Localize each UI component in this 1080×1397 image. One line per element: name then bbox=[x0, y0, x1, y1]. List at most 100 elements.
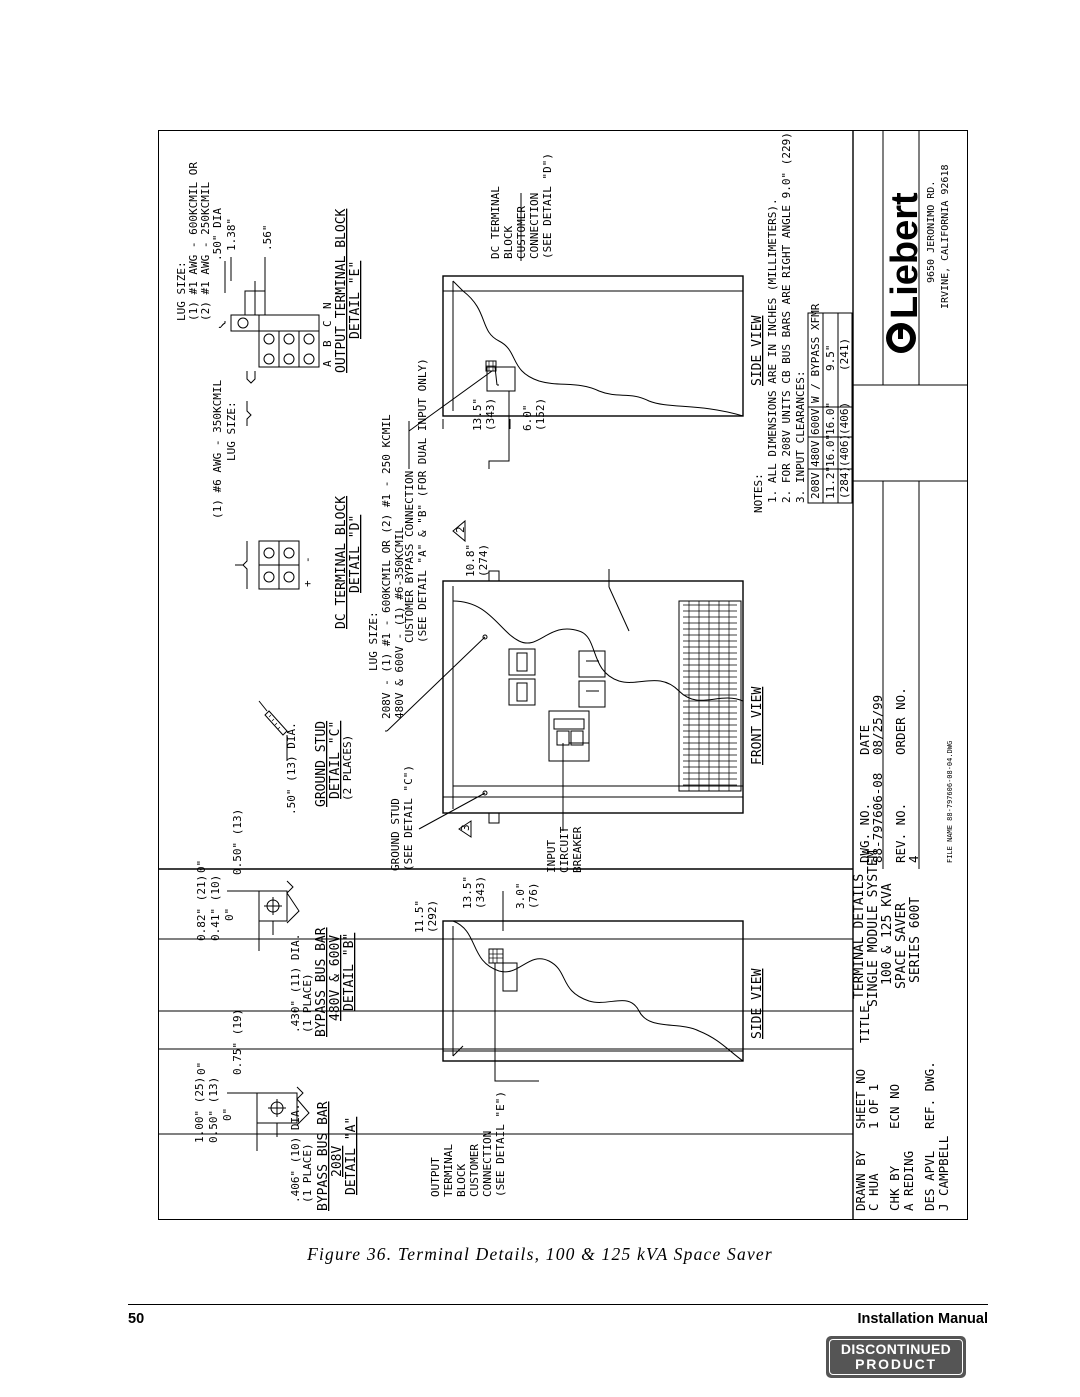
bypass-breakers bbox=[508, 648, 606, 708]
side-view-1-label: SIDE VIEW bbox=[750, 968, 765, 1039]
phase-a: A bbox=[321, 360, 334, 367]
file-name: FILE NAME 88-797606-08-04.DWG bbox=[946, 741, 954, 863]
company-name: Liebert bbox=[884, 192, 926, 319]
footer-divider bbox=[128, 1304, 988, 1305]
discontinued-stamp: DISCONTINUED PRODUCT bbox=[826, 1336, 966, 1378]
dc-block-label: DC TERMINAL BLOCK bbox=[334, 496, 349, 629]
busbar-a-zero-2: 0" bbox=[195, 1062, 208, 1075]
detail-e-138: 1.38" bbox=[225, 218, 238, 251]
clearance-head-600v: 600V bbox=[809, 408, 822, 435]
triangle-2-icon: 2 bbox=[452, 519, 467, 543]
triangle-3-text: 3 bbox=[459, 824, 472, 831]
dc-terminal-block-detail bbox=[235, 540, 300, 590]
liebert-logo: Liebert bbox=[884, 192, 926, 353]
output-block-label: OUTPUT TERMINAL BLOCK bbox=[334, 208, 349, 373]
clearance-head-xfmr: W / BYPASS XFMR bbox=[809, 303, 822, 403]
output-terminal-block-detail bbox=[230, 281, 320, 384]
side-view-2-label: SIDE VIEW bbox=[750, 315, 765, 386]
customer-bypass-2: (SEE DETAIL "A" & "B" (FOR DUAL INPUT ON… bbox=[416, 358, 429, 643]
side2-dim-2-mm: (152) bbox=[534, 398, 547, 431]
engineering-drawing: DRAWN BY C HUA CHK BY A REDING DES APVL … bbox=[159, 131, 967, 1219]
chk-by-value: A REDING bbox=[901, 1151, 916, 1211]
drawn-by-label: DRAWN BY bbox=[853, 1150, 868, 1211]
drawing-frame: DRAWN BY C HUA CHK BY A REDING DES APVL … bbox=[158, 130, 968, 1220]
dc-terminal-callout: DC TERMINAL BLOCK CUSTOMER CONNECTION (S… bbox=[489, 153, 554, 261]
clearance-mm-208v: (284) bbox=[838, 466, 851, 499]
ground-stud-dim: .50" (13) DIA. bbox=[285, 722, 298, 815]
busbar-b-hole: .430" (11) DIA. bbox=[289, 934, 302, 1033]
front-view-label: FRONT VIEW bbox=[750, 687, 765, 765]
dwg-no-value: 88-797606-08 bbox=[870, 773, 885, 863]
title-block: DRAWN BY C HUA CHK BY A REDING DES APVL … bbox=[159, 131, 967, 1219]
triangle-2-text: 2 bbox=[454, 526, 467, 533]
clearance-mm-xfmr: (241) bbox=[838, 338, 851, 371]
output-terminal-line-6: (SEE DETAIL "E") bbox=[494, 1091, 507, 1197]
dc-polarity-minus: - bbox=[301, 556, 314, 563]
detail-e-056: .56" bbox=[261, 225, 274, 252]
side1-dim-1: 11.5" bbox=[413, 900, 426, 933]
side2-dim-1-mm: (343) bbox=[484, 398, 497, 431]
busbar-b-label-2: 480V & 600V bbox=[328, 935, 343, 1021]
front-dim-1: 10.8" bbox=[464, 544, 477, 577]
figure-caption: Figure 36. Terminal Details, 100 & 125 k… bbox=[307, 1244, 773, 1264]
busbar-a-label-2: 208V bbox=[330, 1146, 345, 1177]
bypass-bus-bar-b bbox=[227, 880, 300, 951]
lug-size-d-2: (1) #6 AWG - 350KCMIL bbox=[211, 380, 224, 519]
ecn-no-label: ECN NO bbox=[887, 1084, 902, 1129]
ground-stud-front-1: GROUND STUD bbox=[389, 798, 402, 871]
notes-heading: NOTES: bbox=[752, 473, 765, 513]
page-number: 50 bbox=[128, 1311, 145, 1327]
chk-by-label: CHK BY bbox=[887, 1165, 902, 1211]
busbar-b-label-1: BYPASS BUS BAR bbox=[314, 927, 329, 1037]
des-apvl-label: DES APVL bbox=[922, 1151, 937, 1211]
side1-dim-1-mm: (292) bbox=[426, 900, 439, 933]
busbar-b-label-3: DETAIL "B" bbox=[342, 933, 357, 1011]
manual-title: Installation Manual bbox=[857, 1311, 988, 1327]
clearance-head-480v: 480V bbox=[809, 440, 822, 467]
note-3: 3. INPUT CLEARANCES: bbox=[794, 371, 807, 503]
sheet-no-label: SHEET NO bbox=[853, 1069, 868, 1129]
busbar-a-075: 0.75" (19) bbox=[231, 1009, 244, 1075]
triangle-3-icon: 3 bbox=[458, 820, 472, 838]
front-view-drawing bbox=[386, 569, 744, 830]
lug-size-front-3: 480V & 600V - (1) #6-350KCMIL bbox=[393, 527, 406, 719]
date-value: 08/25/99 bbox=[870, 695, 885, 755]
dc-terminal-line-2: BLOCK bbox=[502, 226, 515, 259]
title-label: TITLE bbox=[857, 1005, 872, 1043]
dc-terminal-line-1: DC TERMINAL bbox=[489, 186, 502, 259]
side-view-1-drawing bbox=[442, 891, 744, 1082]
detail-e-dia: .50" DIA bbox=[211, 208, 224, 261]
phase-c: C bbox=[321, 320, 334, 327]
clearance-in-208v: 11.2" bbox=[824, 466, 837, 499]
ground-stud-front-2: (SEE DETAIL "C") bbox=[402, 765, 415, 871]
output-terminal-line-3: BLOCK bbox=[455, 1164, 468, 1197]
clearance-head-208v: 208V bbox=[809, 472, 822, 499]
drawing-title-line-4: SPACE SAVER bbox=[894, 903, 909, 989]
dc-terminal-block-icon bbox=[485, 360, 497, 372]
company-address-2: IRVINE, CALIFORNIA 92618 bbox=[940, 165, 951, 310]
ground-stud-label-2: DETAIL "C" bbox=[328, 721, 343, 799]
front-dim-1-mm: (274) bbox=[477, 544, 490, 577]
side-view-2-drawing bbox=[408, 275, 744, 469]
clearance-in-xfmr: 9.5" bbox=[824, 345, 837, 372]
dc-terminal-line-3: CUSTOMER bbox=[515, 206, 528, 259]
drawing-title-line-1: TERMINAL DETAILS bbox=[852, 874, 867, 999]
air-grille bbox=[678, 600, 742, 792]
lug-size-e-2: (1) #1 AWG - 600KCMIL OR bbox=[187, 162, 200, 321]
note-1: 1. ALL DIMENSIONS ARE IN INCHES (MILLIME… bbox=[766, 198, 779, 503]
busbar-a-hole: .406" (10) DIA. bbox=[289, 1104, 302, 1203]
notes: NOTES: 1. ALL DIMENSIONS ARE IN INCHES (… bbox=[752, 131, 853, 513]
busbar-b-zero-1: 0" bbox=[223, 908, 236, 921]
output-block-detail: DETAIL "E" bbox=[348, 261, 363, 339]
company-address-1: 9650 JERONIMO RD. bbox=[926, 181, 937, 283]
note-2: 2. FOR 208V UNITS CB BUS BARS ARE RIGHT … bbox=[780, 131, 793, 503]
side2-dim-1: 13.5" bbox=[471, 398, 484, 431]
busbar-a-100: 1.00" (25) bbox=[193, 1077, 206, 1143]
lug-size-front-2: 208V - (1) #1 - 600KCMIL OR (2) #1 - 250… bbox=[380, 414, 393, 719]
ground-stud-detail bbox=[258, 700, 288, 736]
side2-dim-2: 6.0" bbox=[521, 405, 534, 432]
side1-dim-2: 13.5" bbox=[461, 876, 474, 909]
ground-stud-label-1: GROUND STUD bbox=[314, 721, 329, 807]
output-terminal-block-icon bbox=[488, 948, 504, 964]
input-circuit-breaker bbox=[548, 710, 590, 762]
